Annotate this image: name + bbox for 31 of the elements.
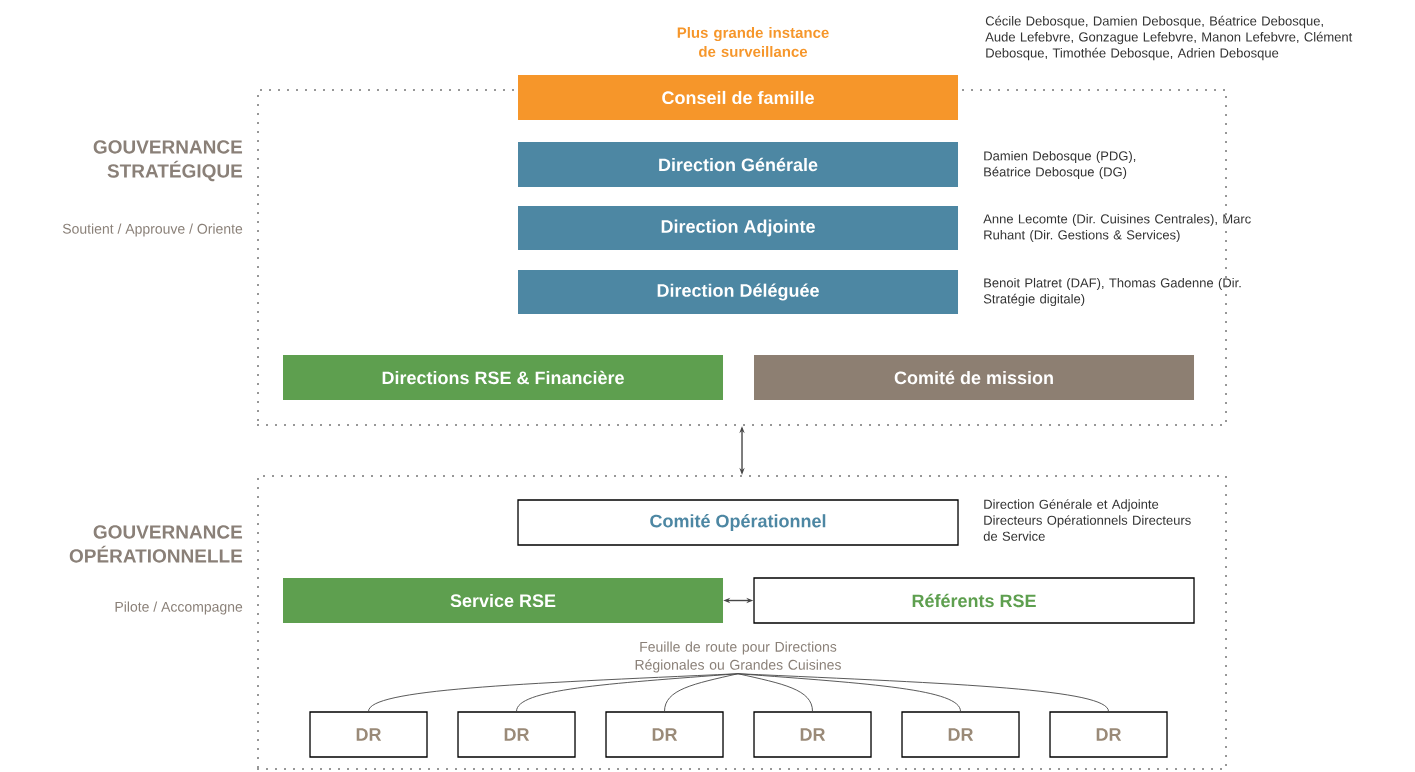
annotation-text: Plus grande instance de surveillance (677, 27, 829, 57)
label-box: DR (309, 711, 428, 758)
label-box: DR (1049, 711, 1168, 758)
section-heading: GOUVERNANCE STRATÉGIQUE (93, 140, 243, 182)
connector-line (737, 673, 961, 712)
filled-box: Comité de mission (754, 355, 1194, 400)
connector-line (516, 673, 739, 712)
annotation-text: Direction Générale et Adjointe Directeurs Opérationnels Directeurs de Service (983, 499, 1191, 541)
section-heading: GOUVERNANCE OPÉRATIONNELLE (69, 525, 243, 563)
label-box: DR (753, 711, 872, 758)
filled-box: Direction Déléguée (518, 270, 958, 314)
section-subtitle: Pilote / Accompagne (115, 601, 243, 615)
annotation-text: Anne Lecomte (Dir. Cuisines Centrales), Marc Ruhant (Dir. Gestions & Services) (983, 213, 1251, 243)
connector-line (737, 673, 813, 712)
outlined-box: Référents RSE (753, 577, 1195, 624)
label-box: DR (901, 711, 1020, 758)
connector-line (664, 673, 739, 712)
annotation-text: Cécile Debosque, Damien Debosque, Béatrice Debosque, Aude Lefebvre, Gonzague Lefebvre, Manon Lefebvre, Clément Debosque, Timothée Debosque, Adrien Debosque (985, 15, 1353, 61)
label-box: DR (457, 711, 576, 758)
filled-box: Directions RSE & Financière (283, 355, 723, 400)
outlined-box: Comité Opérationnel (517, 499, 959, 546)
connector-line (737, 673, 1109, 712)
filled-box: Direction Adjointe (518, 206, 958, 250)
filled-box: Service RSE (283, 578, 723, 623)
filled-box: Conseil de famille (518, 75, 958, 120)
annotation-text: Damien Debosque (PDG), Béatrice Debosque (DG) (984, 150, 1136, 180)
annotation-text: Benoit Platret (DAF), Thomas Gadenne (Dir. Stratégie digitale) (983, 277, 1241, 307)
note-text: Feuille de route pour Directions Régionales ou Grandes Cuisines (635, 641, 841, 673)
label-box: DR (605, 711, 724, 758)
section-subtitle: Soutient / Approuve / Oriente (62, 223, 243, 237)
filled-box: Direction Générale (518, 142, 958, 187)
